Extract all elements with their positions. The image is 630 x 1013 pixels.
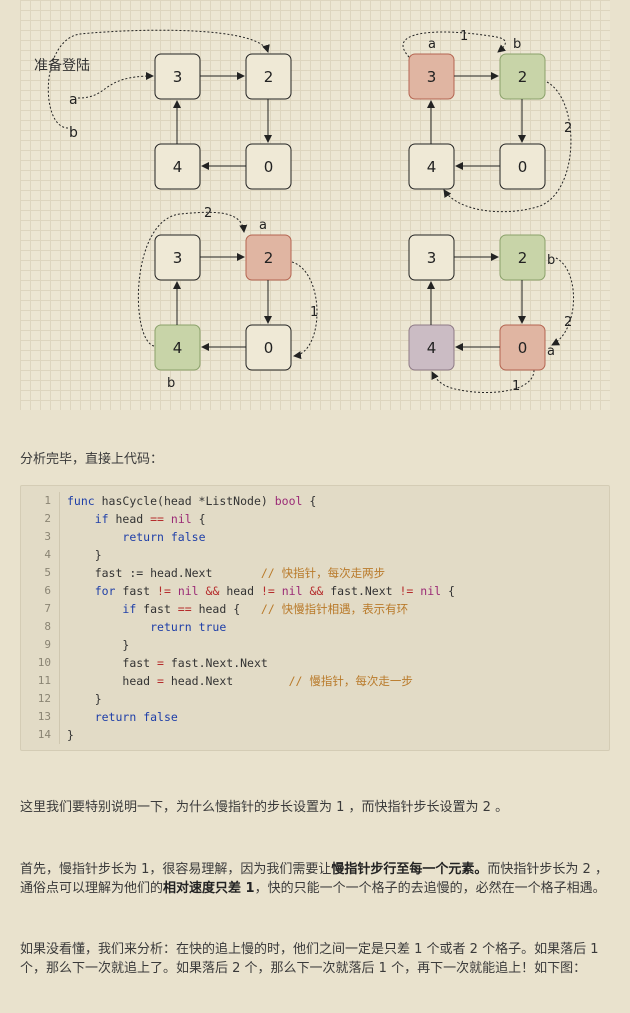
paragraph-step-sizes: 这里我们要特别说明一下，为什么慢指针的步长设置为 1 ，而快指针步长设置为 2 … xyxy=(20,800,509,815)
node-4-label: 4 xyxy=(427,158,437,176)
code-line-10: fast = fast.Next.Next xyxy=(122,656,268,670)
pointer-b-label: b xyxy=(513,37,521,52)
linked-list-cycle-diagram: 准备登陆 a b 3 2 0 4 a b 1 2 3 2 0 4 xyxy=(20,0,610,410)
line-number: 13 xyxy=(37,710,51,723)
node-2-label: 2 xyxy=(518,249,528,267)
panel-1: 准备登陆 a b 3 2 0 4 xyxy=(34,29,292,190)
diagram-canvas: 准备登陆 a b 3 2 0 4 a b 1 2 3 2 0 4 xyxy=(34,29,574,394)
line-number: 6 xyxy=(44,584,51,597)
pointer-b-arrow xyxy=(47,29,270,129)
line-number: 12 xyxy=(37,692,51,705)
hop-right-label: 2 xyxy=(564,121,572,136)
node-3-label: 3 xyxy=(427,68,437,86)
paragraph-explanation: 首先，慢指针步长为 1，很容易理解，因为我们需要让慢指针步行至每一个元素。而快指… xyxy=(20,862,608,896)
node-3-label: 3 xyxy=(427,249,437,267)
pointer-a-label: a xyxy=(69,92,78,108)
code-line-13: return false xyxy=(94,710,178,724)
code-line-4: } xyxy=(94,548,102,562)
hop-bottom-arrow xyxy=(431,369,535,393)
panel-4: a b 2 1 3 2 0 4 xyxy=(408,234,574,394)
code-line-3: return false xyxy=(122,530,206,544)
pointer-b-label: b xyxy=(69,125,78,141)
pointer-a-arrow xyxy=(77,72,154,99)
node-0-label: 0 xyxy=(264,158,274,176)
node-2-label: 2 xyxy=(264,68,274,86)
hop-right-arrow xyxy=(551,257,574,346)
hop-top-arrow xyxy=(402,31,506,61)
node-2-label: 2 xyxy=(518,68,528,86)
code-line-12: } xyxy=(94,692,102,706)
code-line-14: } xyxy=(67,728,74,742)
hop-top-arrow xyxy=(137,211,248,347)
code-line-6: for fast != nil && head != nil && fast.N… xyxy=(94,584,455,598)
node-4-label: 4 xyxy=(173,339,183,357)
code-line-5: fast := head.Next // 快指针，每次走两步 xyxy=(94,566,386,580)
panel-2: a b 1 2 3 2 0 4 xyxy=(402,29,572,213)
code-line-2: if head == nil { xyxy=(94,512,206,526)
line-number: 14 xyxy=(37,728,51,741)
hop-bottom-label: 1 xyxy=(512,379,520,394)
code-block: 1 2 3 4 5 6 7 8 9 10 11 12 13 14 func ha… xyxy=(20,485,610,751)
intro-text: 分析完毕，直接上代码： xyxy=(20,452,164,467)
hop-right-label: 1 xyxy=(310,305,318,320)
node-4-label: 4 xyxy=(427,339,437,357)
pointer-a-label: a xyxy=(428,37,436,52)
code-line-11: head = head.Next // 慢指针，每次走一步 xyxy=(122,674,413,688)
line-number: 8 xyxy=(44,620,51,633)
line-number: 3 xyxy=(44,530,51,543)
node-3-label: 3 xyxy=(173,249,183,267)
paragraph-analysis: 如果没看懂，我们来分析：在快的追上慢的时，他们之间一定是只差 1 个或者 2 个… xyxy=(20,942,599,976)
line-number: 1 xyxy=(44,494,51,507)
node-4-label: 4 xyxy=(173,158,183,176)
hop-top-label: 2 xyxy=(204,206,212,221)
pointer-a-label: a xyxy=(547,344,555,359)
node-2-label: 2 xyxy=(264,249,274,267)
hop-right-arrow xyxy=(443,81,572,213)
line-number: 10 xyxy=(37,656,51,669)
pointer-a-label: a xyxy=(259,218,267,233)
node-3-label: 3 xyxy=(173,68,183,86)
node-0-label: 0 xyxy=(518,339,528,357)
start-label: 准备登陆 xyxy=(34,57,90,74)
line-number: 7 xyxy=(44,602,51,615)
line-number: 5 xyxy=(44,566,51,579)
pointer-b-label: b xyxy=(547,253,555,268)
hop-right-label: 2 xyxy=(564,315,572,330)
node-0-label: 0 xyxy=(518,158,528,176)
hop-top-label: 1 xyxy=(460,29,468,44)
line-number: 2 xyxy=(44,512,51,525)
line-number: 4 xyxy=(44,548,51,561)
line-number: 11 xyxy=(37,674,51,687)
pointer-b-label: b xyxy=(167,376,175,391)
node-0-label: 0 xyxy=(264,339,274,357)
panel-3: a b 2 1 3 2 0 4 xyxy=(137,206,318,391)
line-number-gutter: 1 2 3 4 5 6 7 8 9 10 11 12 13 14 xyxy=(21,492,60,744)
code-line-1: func hasCycle(head *ListNode) bool { xyxy=(67,494,317,508)
code-line-7: if fast == head { // 快慢指针相遇，表示有环 xyxy=(122,602,409,616)
code-line-9: } xyxy=(122,638,130,652)
code-line-8: return true xyxy=(150,620,227,634)
line-number: 9 xyxy=(44,638,51,651)
